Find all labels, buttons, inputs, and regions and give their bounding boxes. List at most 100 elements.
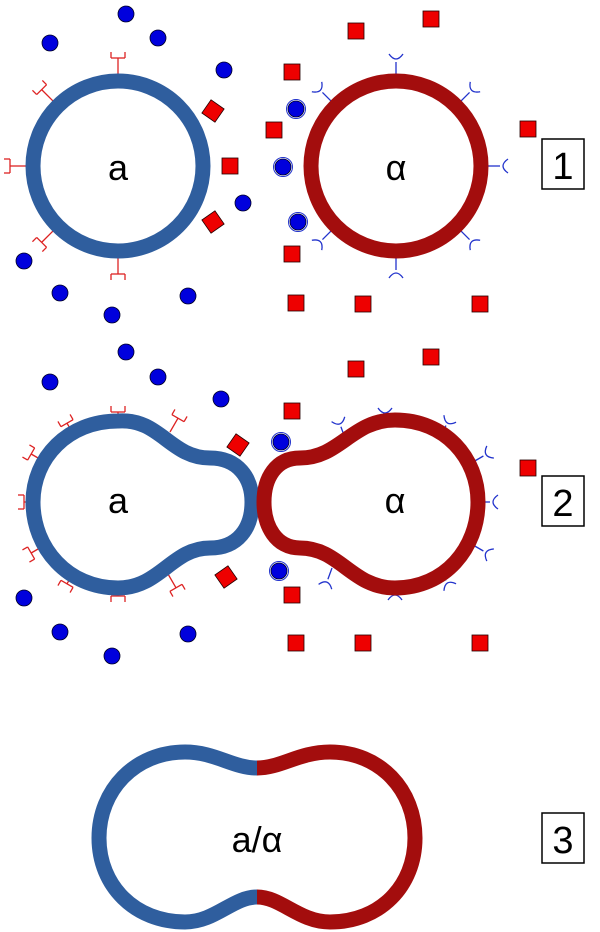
step-1-box [541,138,585,190]
receptor-cup [311,81,323,93]
bound-ring [273,157,293,177]
alpha-factor-dot [41,34,59,52]
alpha-factor-dot [149,29,167,47]
bound-ring [269,561,289,581]
alpha-cell-membrane [303,73,489,259]
stage-1-group: a α 1 [4,5,585,324]
step-2-box [541,475,585,527]
step-2-label: 2 [552,483,573,525]
alpha-receptor-icon [318,567,333,590]
receptor-cup [469,239,481,251]
alpha-factor-dot [179,287,197,305]
receptor-prong [29,558,35,563]
alpha-factor-molecules [15,343,291,665]
alpha-factor-dot [15,589,33,607]
receptor-bar [169,583,183,592]
alpha-factor-dot [287,100,305,118]
receptor-cup [492,494,499,510]
a-receptor-icon [31,79,54,102]
receptor-prong [171,409,176,415]
receptor-stem [327,567,333,580]
bound-ring [286,99,306,119]
receptor-cup [388,272,404,279]
receptor-cup [484,445,494,459]
receptor-cup [387,594,403,601]
alpha-cell-receptors [311,53,509,279]
a-factor-square [347,22,365,40]
a-factor-square [283,245,301,263]
receptor-prong [29,444,35,449]
a-cell-membrane [25,73,211,259]
a-cell-receptors [4,52,126,280]
receptor-prong [41,79,48,86]
a-factor-square [354,295,372,313]
a-factor-molecules [214,348,537,652]
receptor-bar [27,447,36,461]
alpha-factor-dot [117,5,135,23]
receptor-bar [60,419,74,428]
a-factor-square [471,634,489,652]
stage-2-group: a α 2 [15,343,585,665]
receptor-stem [322,230,332,240]
step-3-label: 3 [552,820,573,862]
receptor-cup [443,581,457,591]
a-cell-label: a [108,480,129,521]
step-1-label: 1 [552,146,573,188]
a-factor-square [347,360,365,378]
receptor-prong [183,416,188,422]
fused-cell-a-half [91,744,258,930]
alpha-factor-dot [234,194,252,212]
receptor-prong [181,584,186,590]
a-factor-square [214,565,238,589]
a-factor-square [287,634,305,652]
alpha-cell-label: α [386,147,407,188]
a-factor-square [422,10,440,28]
receptor-bar [60,579,74,588]
receptor-prong [41,246,48,253]
a-factor-square [283,586,301,604]
alpha-receptor-icon [311,81,332,102]
fused-cell-alpha-half [256,744,423,930]
alpha-factor-dot [51,623,69,641]
alpha-factor-dot [15,252,33,270]
receptor-prong [22,456,28,461]
receptor-prong [22,546,28,551]
receptor-bar [36,236,48,248]
alpha-factor-dot [51,284,69,302]
alpha-factor-dot [179,625,197,643]
alpha-receptor-icon [460,230,481,251]
alpha-factor-dot [103,306,121,324]
fused-cell-label: a/α [232,819,283,860]
alpha-receptor-icon [472,544,494,562]
receptor-stem [41,89,54,102]
alpha-factor-dot [103,647,121,665]
receptor-stem [169,417,179,433]
alpha-receptor-icon [488,158,509,174]
a-receptor-icon [31,230,54,253]
alpha-receptor-icon [472,445,494,463]
alpha-receptor-icon [311,230,332,251]
receptor-cup [469,81,481,93]
receptor-prong [169,591,174,597]
receptor-prong [69,587,74,593]
a-factor-square [471,295,489,313]
bound-ring [271,432,291,452]
receptor-cup [443,415,457,425]
a-factor-molecules [201,10,537,313]
alpha-factor-dot [272,433,290,451]
a-receptor-icon [169,409,188,433]
a-factor-square [519,459,537,477]
a-factor-square [287,294,305,312]
receptor-prong [31,89,38,96]
alpha-factor-molecules [15,5,308,324]
a-factor-square [283,63,301,81]
a-factor-square [519,120,537,138]
stage-3-group: a/α 3 [91,744,585,930]
receptor-cup [331,416,346,425]
receptor-cup [311,239,323,251]
alpha-factor-dot [212,390,230,408]
a-receptor-icon [4,158,26,174]
receptor-bar [171,414,185,423]
receptor-cup [388,53,404,60]
